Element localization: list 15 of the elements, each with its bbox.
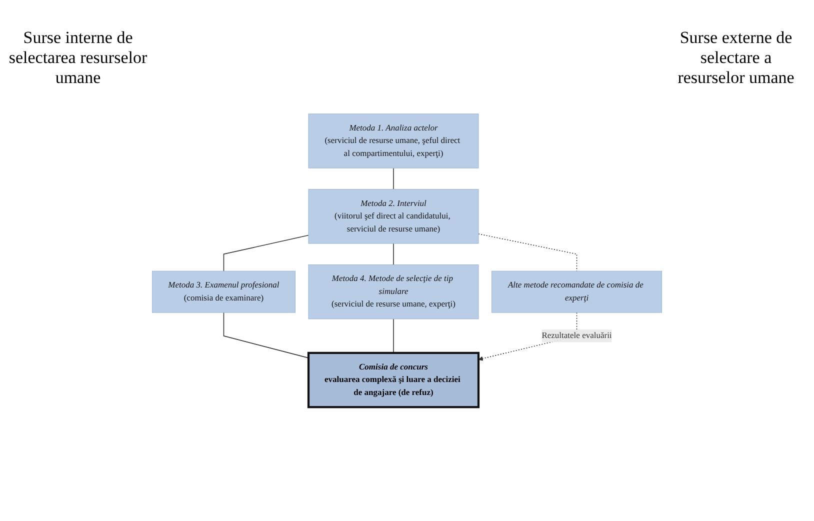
node-box: Metoda 3. Examenul profesional (comisia de examinare) bbox=[152, 270, 296, 313]
connector bbox=[478, 234, 578, 272]
connector bbox=[393, 318, 394, 354]
side-note: Surse interne de selectarea resurselor umane bbox=[8, 28, 148, 88]
connector bbox=[393, 168, 394, 190]
node-box: Comisia de concurs evaluarea complexă şi luare a deciziei de angajare (de refuz) bbox=[307, 352, 480, 408]
node-box: Metoda 1. Analiza actelor (serviciul de resurse umane, şeful direct al compartimentului, experţi) bbox=[308, 114, 479, 168]
node-box: Metoda 2. Interviul (viitorul şef direct al candidatului, serviciul de resurse umane) bbox=[308, 189, 479, 244]
connector bbox=[223, 312, 309, 358]
connector bbox=[223, 234, 309, 272]
side-note: Surse externe de selectare a resurselor umane bbox=[676, 28, 796, 88]
node-box: Alte metode recomandate de comisia de experţi bbox=[492, 270, 662, 313]
connector bbox=[393, 243, 394, 266]
edge-label: Rezultatele evaluării bbox=[542, 331, 612, 340]
node-box: Metoda 4. Metode de selecţie de tip simulare (serviciul de resurse umane, experţi) bbox=[308, 264, 479, 320]
